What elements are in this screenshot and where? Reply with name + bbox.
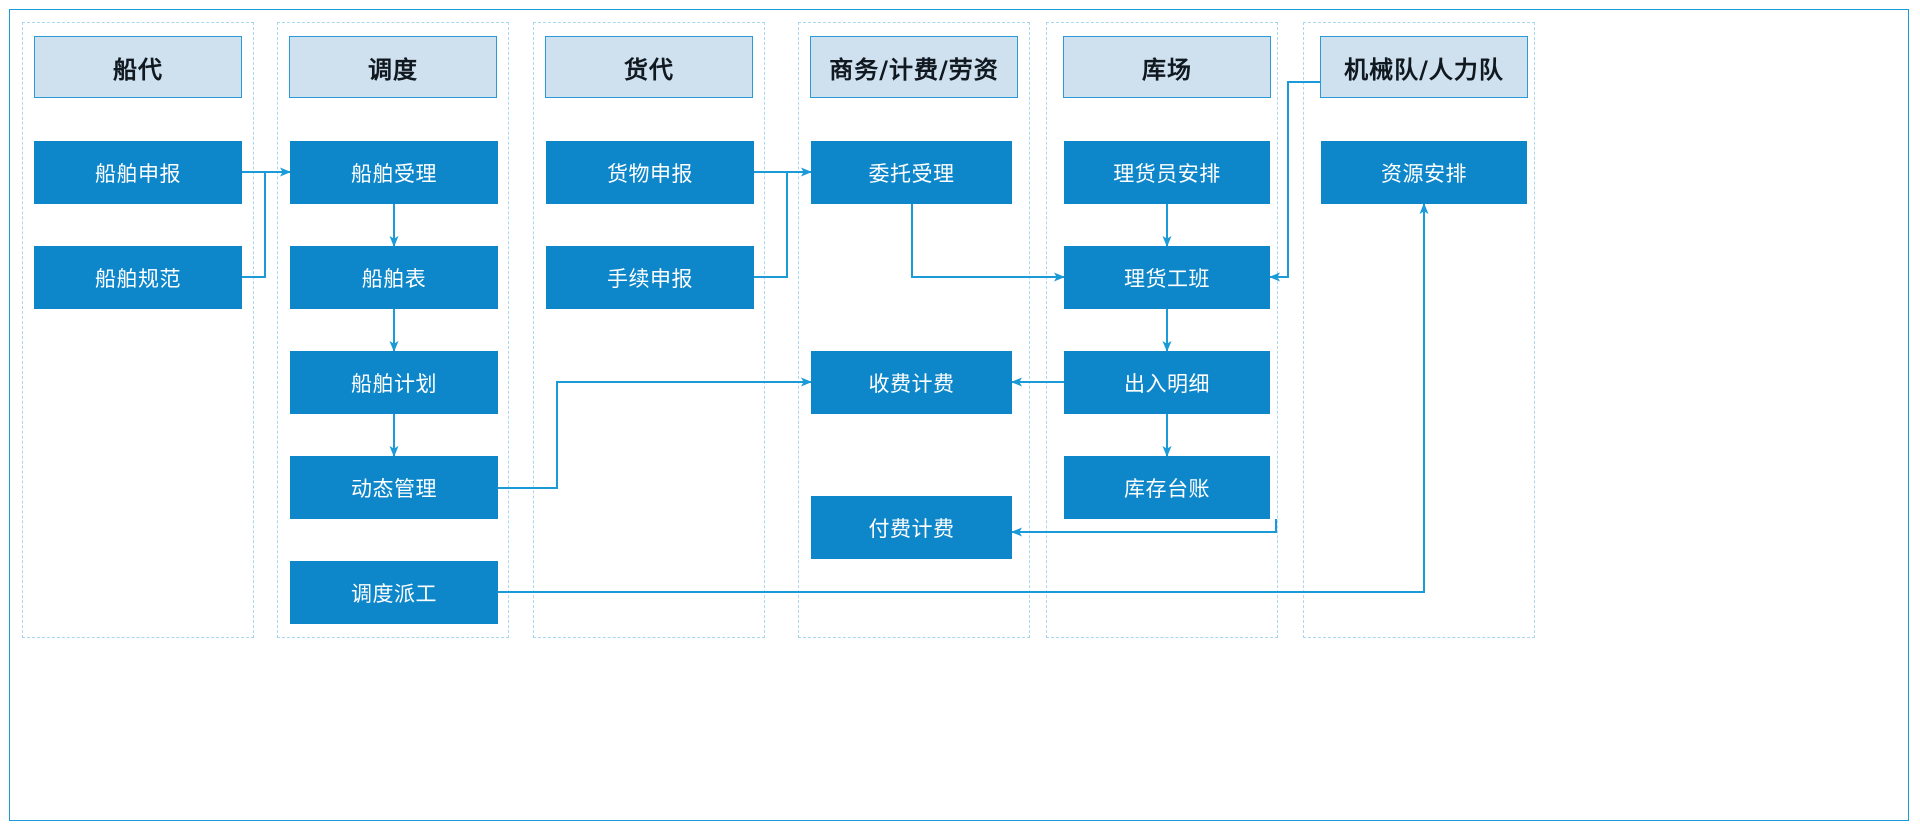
swimlane-diaodu xyxy=(277,22,509,638)
node-shoufei-jifei[interactable]: 收费计费 xyxy=(811,351,1012,414)
node-churu-mingxi[interactable]: 出入明细 xyxy=(1064,351,1270,414)
lane-header-shangwu[interactable]: 商务/计费/劳资 xyxy=(810,36,1018,98)
node-chuanbo-guifan[interactable]: 船舶规范 xyxy=(34,246,242,309)
node-chuanbo-biao[interactable]: 船舶表 xyxy=(290,246,498,309)
node-lihuo-gongban[interactable]: 理货工班 xyxy=(1064,246,1270,309)
lane-header-diaodu[interactable]: 调度 xyxy=(289,36,497,98)
lane-header-chuandai[interactable]: 船代 xyxy=(34,36,242,98)
diagram-outer-frame xyxy=(9,9,1909,821)
node-chuanbo-shouli[interactable]: 船舶受理 xyxy=(290,141,498,204)
swimlane-kuchang xyxy=(1046,22,1278,638)
lane-header-huodai[interactable]: 货代 xyxy=(545,36,753,98)
node-chuanbo-shenbao[interactable]: 船舶申报 xyxy=(34,141,242,204)
node-kucun-taizhang[interactable]: 库存台账 xyxy=(1064,456,1270,519)
node-chuanbo-jihua[interactable]: 船舶计划 xyxy=(290,351,498,414)
node-huowu-shenbao[interactable]: 货物申报 xyxy=(546,141,754,204)
swimlane-chuandai xyxy=(22,22,254,638)
node-dongtai-guanli[interactable]: 动态管理 xyxy=(290,456,498,519)
node-ziyuan-anpai[interactable]: 资源安排 xyxy=(1321,141,1527,204)
node-weituo-shouli[interactable]: 委托受理 xyxy=(811,141,1012,204)
node-shouxu-shenbao[interactable]: 手续申报 xyxy=(546,246,754,309)
swimlane-jixiedui xyxy=(1303,22,1535,638)
node-fufei-jifei[interactable]: 付费计费 xyxy=(811,496,1012,559)
swimlane-huodai xyxy=(533,22,765,638)
node-diaodu-paigong[interactable]: 调度派工 xyxy=(290,561,498,624)
lane-header-jixiedui[interactable]: 机械队/人力队 xyxy=(1320,36,1528,98)
lane-header-kuchang[interactable]: 库场 xyxy=(1063,36,1271,98)
node-lihuoyuan-anpai[interactable]: 理货员安排 xyxy=(1064,141,1270,204)
